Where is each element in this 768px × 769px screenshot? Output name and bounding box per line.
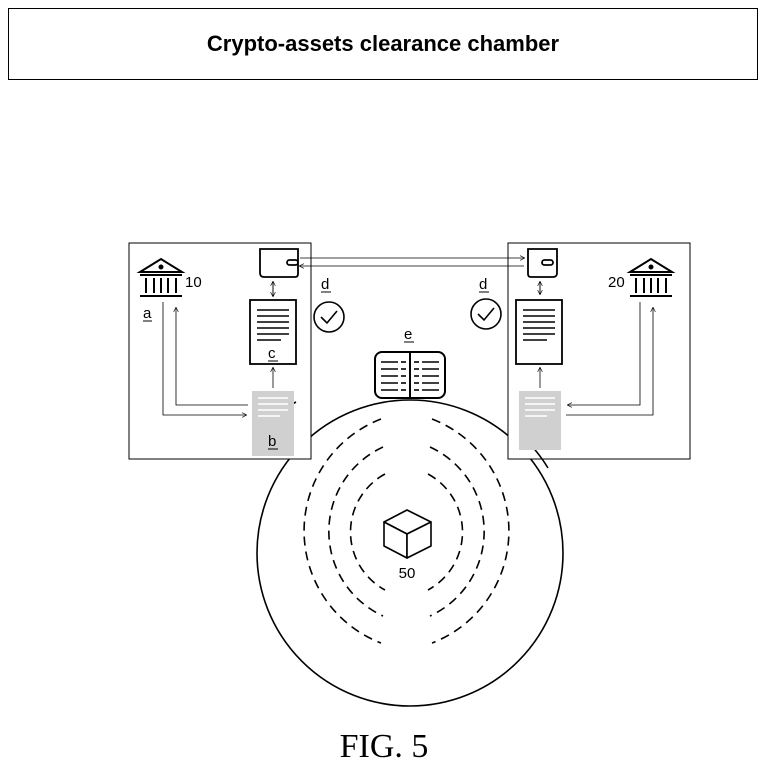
blockchain-label: 50	[399, 565, 416, 582]
wallet-icon	[527, 248, 558, 278]
check-label-d-right: d	[479, 276, 487, 293]
party-left-label: 10	[185, 274, 202, 291]
ledger-label-e: e	[404, 326, 412, 343]
ring-right-2	[429, 446, 485, 617]
flow-arrows-left	[162, 302, 248, 415]
checkmark-circle-icon	[313, 301, 345, 333]
shaded-document-icon	[252, 391, 294, 456]
check-label-d-left: d	[321, 276, 329, 293]
bank-icon	[626, 257, 676, 297]
ledger-book-icon	[374, 351, 446, 399]
document-icon	[515, 299, 563, 365]
flow-arrows-right	[566, 302, 653, 416]
bank-icon	[136, 257, 186, 297]
cube-icon	[383, 509, 432, 559]
document-icon	[249, 299, 297, 365]
figure-caption: FIG. 5	[339, 728, 429, 765]
dashed-rings	[303, 418, 510, 644]
diagram-title: Crypto-assets clearance chamber	[206, 31, 560, 56]
wallet-transfer-arrows	[300, 258, 524, 266]
ring-right-3	[427, 473, 464, 591]
wallet-icon	[259, 248, 299, 278]
shaded-document-icon	[519, 391, 561, 450]
flow-label-a: a	[143, 305, 152, 322]
title-box: Crypto-assets clearance chamber	[8, 8, 758, 80]
checkmark-circle-icon	[470, 298, 502, 330]
ring-left-1	[303, 418, 382, 644]
ring-left-2	[328, 446, 384, 617]
ring-right-1	[431, 418, 510, 644]
ring-left-3	[349, 473, 386, 591]
document-label-c: c	[268, 345, 276, 362]
document-label-b: b	[268, 433, 276, 450]
party-right-label: 20	[608, 274, 625, 291]
